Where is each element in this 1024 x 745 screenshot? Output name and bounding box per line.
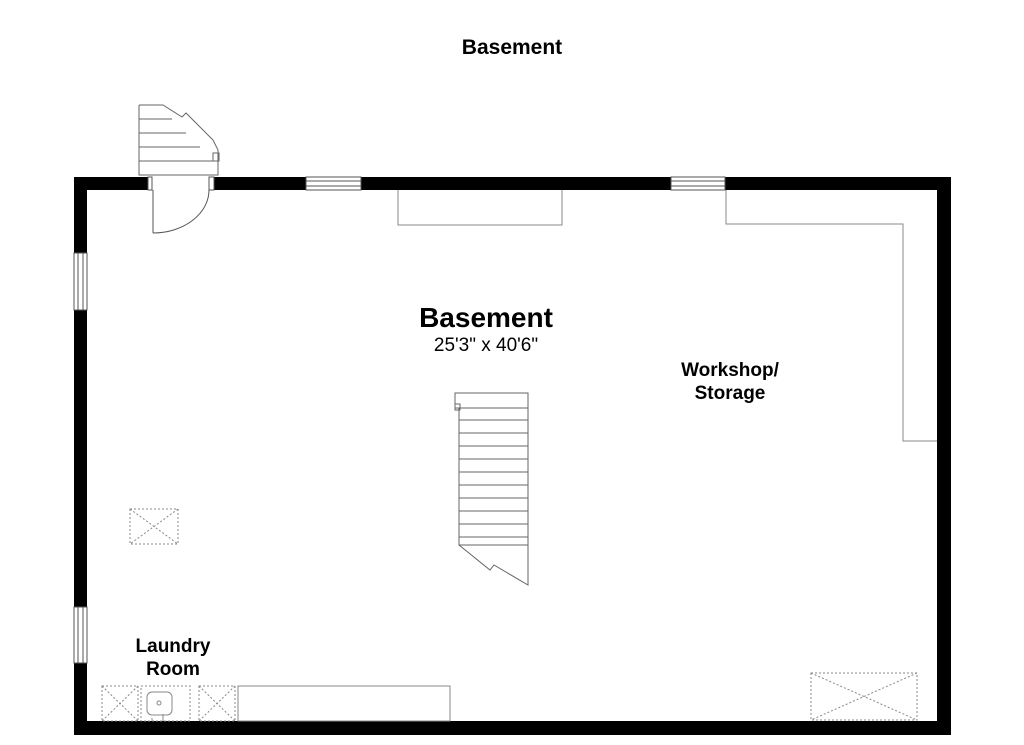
window-top-1: [305, 176, 362, 191]
washer: [101, 685, 139, 722]
utility-box: [129, 508, 179, 545]
top-shelf: [397, 190, 563, 226]
room-dimensions: 25'3" x 40'6": [433, 335, 539, 356]
exterior-steps: [138, 104, 220, 176]
interior-staircase: [454, 392, 529, 586]
workshop-label-line2: Storage: [694, 383, 766, 404]
laundry-label-line1: Laundry: [135, 636, 211, 657]
laundry-sink: [140, 685, 191, 722]
window-left-1: [73, 252, 88, 311]
dryer: [198, 685, 236, 722]
room-name: Basement: [419, 302, 553, 333]
workshop-equipment: [810, 672, 918, 721]
entry-door: [147, 176, 215, 234]
workshop-counter: [725, 190, 937, 442]
laundry-label-line2: Room: [146, 659, 200, 680]
laundry-room-label: Laundry Room: [103, 635, 243, 681]
window-left-2: [73, 606, 88, 664]
workshop-label-line1: Workshop/: [681, 360, 779, 381]
window-top-2: [670, 176, 726, 191]
workshop-storage-label: Workshop/ Storage: [650, 359, 810, 405]
page-title: Basement: [461, 36, 563, 59]
laundry-counter: [237, 685, 451, 722]
exterior-walls: [74, 177, 951, 735]
